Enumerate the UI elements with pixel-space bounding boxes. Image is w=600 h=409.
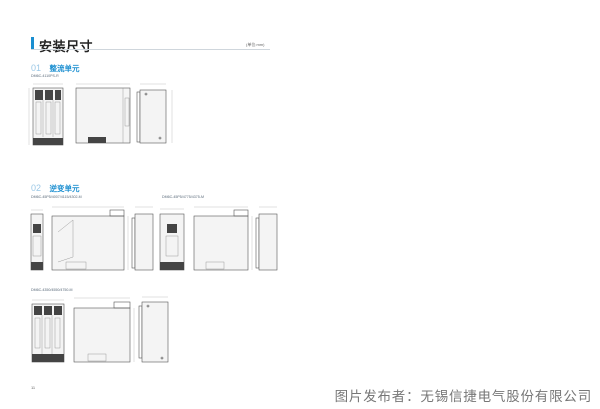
- inverter-a-side-view: [51, 206, 129, 271]
- unit-label: (单位:mm): [246, 42, 265, 47]
- inverter-b-side-view: [193, 206, 253, 271]
- inverter-a-back-view: [131, 206, 154, 271]
- inverter-c-back-view: [138, 296, 169, 363]
- page-number: 11: [31, 385, 36, 390]
- inverter-b-back-view: [255, 206, 278, 271]
- inverter-c-front-view: [31, 299, 65, 363]
- publisher-watermark: 图片发布者：无锡信捷电气股份有限公司: [334, 389, 592, 404]
- page-title: 安装尺寸: [39, 39, 94, 54]
- section-inverter-heading: 02 逆变单元: [31, 178, 79, 196]
- inverter-b-front-view: [159, 208, 185, 271]
- model-label-inverter-a: DM6C-45P5/4007/4115/4302-M: [31, 195, 82, 199]
- title-accent-bar: [31, 37, 34, 50]
- header-divider: [31, 49, 270, 50]
- inverter-a-front-view: [30, 209, 44, 271]
- section-title: 逆变单元: [49, 184, 80, 193]
- section-title: 整流单元: [49, 64, 80, 73]
- inverter-b-drawings: [159, 206, 278, 271]
- model-label-inverter-b: DM6C-45P5/4775/4375-M: [162, 195, 204, 199]
- inverter-c-side-view: [73, 297, 135, 363]
- section-rectifier-heading: 01 整流单元: [31, 58, 79, 76]
- rectifier-drawings: [28, 83, 173, 146]
- model-label-rectifier: DM6C-4110PS-R: [31, 74, 59, 78]
- rectifier-side-view: [75, 83, 131, 144]
- section-number: 01: [31, 63, 42, 73]
- inverter-c-drawings: [31, 296, 169, 363]
- model-label-inverter-c: DM6C-4350/4550/4750-M: [31, 288, 73, 292]
- rectifier-back-view: [136, 83, 173, 144]
- section-number: 02: [31, 183, 42, 193]
- inverter-a-drawings: [30, 206, 154, 271]
- rectifier-front-view: [28, 83, 64, 146]
